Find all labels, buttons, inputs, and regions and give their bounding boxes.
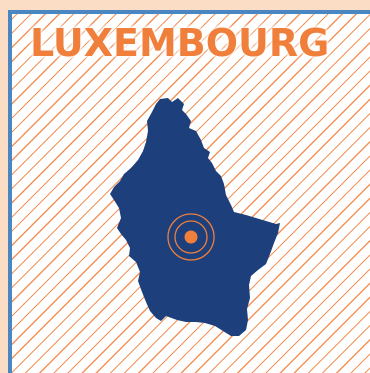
luxembourg-shape <box>110 98 280 336</box>
country-title: LUXEMBOURG <box>30 21 330 65</box>
location-target-icon <box>167 213 215 261</box>
